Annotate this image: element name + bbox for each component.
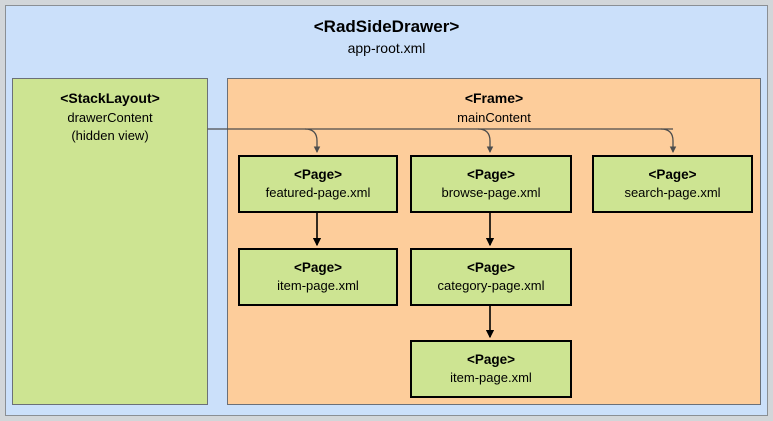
search-page-filename: search-page.xml xyxy=(624,185,721,201)
radsidedrawer-subtitle: app-root.xml xyxy=(347,40,426,57)
radsidedrawer-title: <RadSideDrawer> xyxy=(313,17,460,36)
browse-page-filename: browse-page.xml xyxy=(441,185,541,201)
search-page-title: <Page> xyxy=(648,167,697,183)
stacklayout-note: (hidden view) xyxy=(71,127,149,143)
item-page-2-filename: item-page.xml xyxy=(450,370,532,386)
frame-title: <Frame> xyxy=(464,90,524,106)
page-box-item-page-from-featured[interactable]: <Page> item-page.xml xyxy=(238,248,398,306)
category-page-title: <Page> xyxy=(466,260,516,276)
stacklayout-title: <StackLayout> xyxy=(60,90,160,106)
item-page-1-title: <Page> xyxy=(293,260,343,276)
browse-page-title: <Page> xyxy=(466,167,516,183)
stacklayout-subtitle: drawerContent xyxy=(67,109,153,125)
page-box-category-page[interactable]: <Page> category-page.xml xyxy=(410,248,572,306)
featured-page-filename: featured-page.xml xyxy=(265,185,371,201)
page-box-featured-page[interactable]: <Page> featured-page.xml xyxy=(238,155,398,213)
featured-page-title: <Page> xyxy=(293,167,343,183)
category-page-filename: category-page.xml xyxy=(437,278,545,294)
page-box-item-page-from-category[interactable]: <Page> item-page.xml xyxy=(410,340,572,398)
page-box-search-page[interactable]: <Page> search-page.xml xyxy=(592,155,753,213)
item-page-2-title: <Page> xyxy=(466,352,516,368)
component-box-stacklayout-drawercontent[interactable]: <StackLayout> drawerContent (hidden view… xyxy=(12,78,208,405)
item-page-1-filename: item-page.xml xyxy=(277,278,359,294)
frame-subtitle: mainContent xyxy=(457,109,531,125)
page-box-browse-page[interactable]: <Page> browse-page.xml xyxy=(410,155,572,213)
